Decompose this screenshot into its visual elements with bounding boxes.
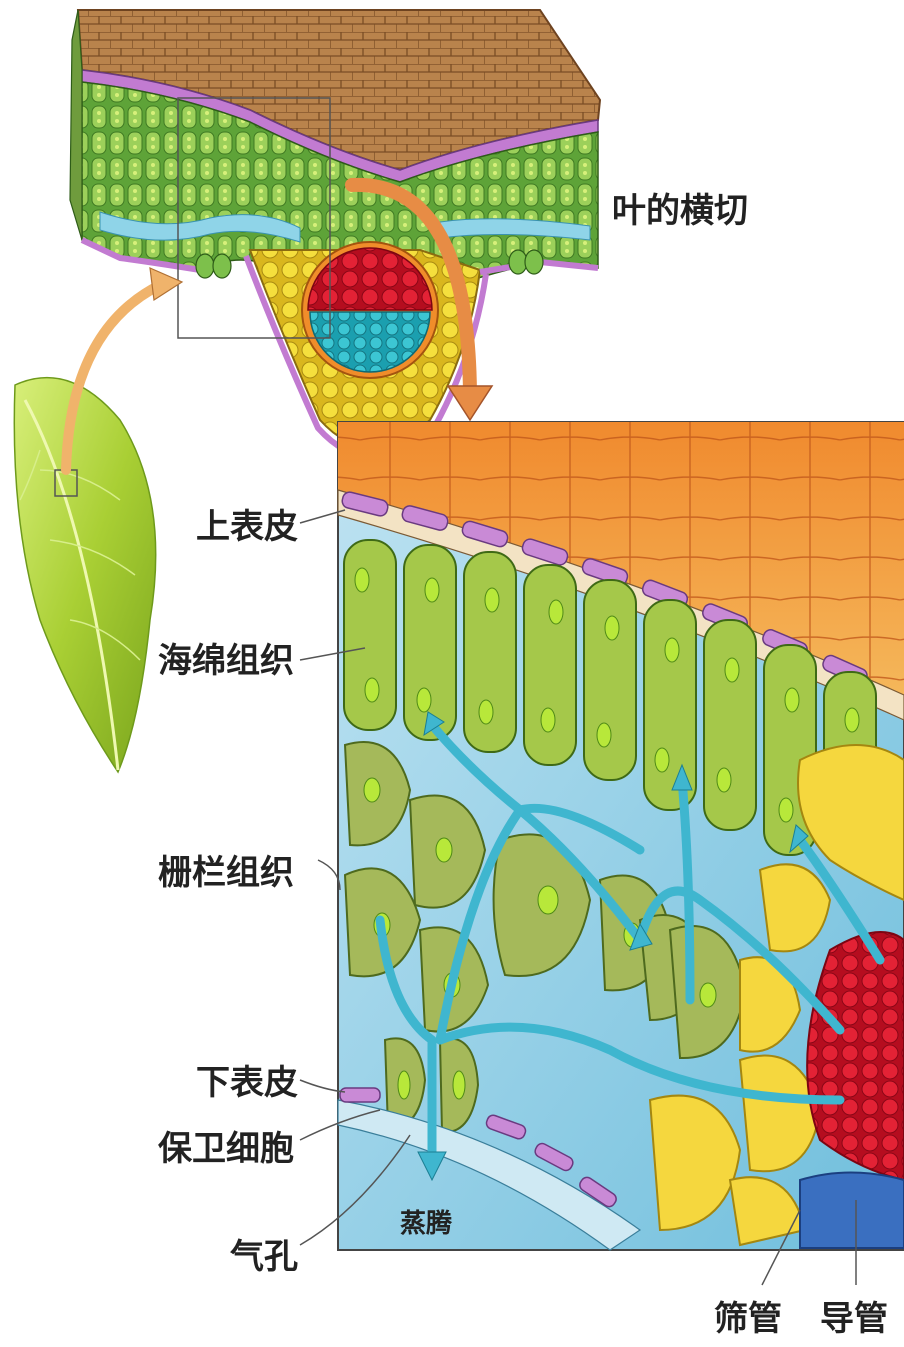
zoom-arrow-head — [448, 386, 492, 420]
zoom-detail-block — [338, 422, 904, 1250]
label-palisade-tissue: 栅栏组织 — [158, 853, 294, 893]
label-guard-cell: 保卫细胞 — [158, 1129, 294, 1169]
label-transpiration: 蒸腾 — [400, 1209, 453, 1239]
leaf-to-section-arrow-head — [150, 268, 182, 300]
label-spongy-tissue: 海绵组织 — [158, 641, 294, 681]
label-cross-section: 叶的横切 — [612, 191, 748, 231]
leaf-illustration — [14, 268, 182, 772]
leader-palisade-tissue — [318, 860, 340, 890]
label-upper-epidermis: 上表皮 — [196, 507, 298, 547]
label-sieve-tube: 筛管 — [714, 1299, 782, 1339]
label-lower-epidermis: 下表皮 — [196, 1063, 298, 1103]
zoom-phloem — [800, 1173, 904, 1249]
cross-section-side-face — [70, 10, 82, 240]
label-vessel: 导管 — [820, 1299, 888, 1339]
label-stoma: 气孔 — [229, 1237, 298, 1277]
cross-section-block — [70, 10, 600, 457]
